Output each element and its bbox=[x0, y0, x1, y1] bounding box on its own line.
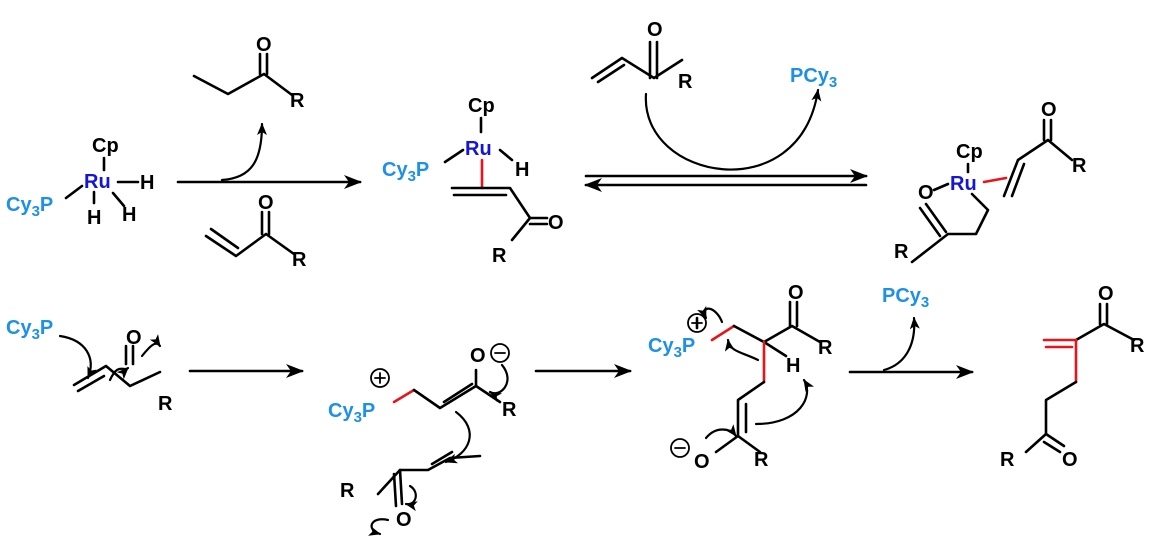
oxygen-atom: O bbox=[788, 282, 804, 304]
r-group: R bbox=[678, 71, 693, 93]
oxygen-atom: O bbox=[1041, 99, 1057, 121]
oxygen-atom: O bbox=[470, 345, 486, 367]
circled-plus-icon bbox=[687, 313, 707, 333]
hydride-h: H bbox=[515, 159, 529, 181]
enone-reagent: O R bbox=[590, 19, 693, 93]
oxygen-atom: O bbox=[396, 509, 412, 531]
alpha-h: H bbox=[786, 355, 800, 377]
circled-plus-icon bbox=[370, 368, 390, 388]
r-group: R bbox=[1072, 155, 1087, 177]
oxygen-atom: O bbox=[548, 212, 564, 234]
r-group: R bbox=[502, 399, 517, 421]
tricyclohexylphosphine-ligand: Cy3P bbox=[6, 194, 53, 220]
r-group: R bbox=[292, 249, 307, 271]
oxygen-atom: O bbox=[256, 34, 272, 56]
curved-arrow bbox=[704, 424, 738, 440]
oxygen-atom: O bbox=[258, 192, 274, 214]
oxygen-atom: O bbox=[647, 19, 663, 41]
circled-minus-icon bbox=[490, 343, 510, 363]
oxygen-atom: O bbox=[126, 327, 142, 349]
zwitterion-enolate: Cy3P O R R O bbox=[328, 343, 517, 536]
curved-arrow bbox=[754, 378, 815, 426]
curved-arrow bbox=[58, 334, 97, 380]
oxygen-atom: O bbox=[694, 451, 710, 473]
oxygen-atom: O bbox=[1098, 283, 1114, 305]
phosphonium-group: Cy3P bbox=[328, 400, 375, 426]
curved-arrow bbox=[488, 363, 509, 402]
hydride-h: H bbox=[140, 172, 154, 194]
cp-label: Cp bbox=[468, 95, 495, 117]
r-group: R bbox=[492, 245, 507, 267]
r-group: R bbox=[754, 449, 769, 471]
curved-arrow bbox=[444, 410, 471, 464]
r-group: R bbox=[1000, 449, 1015, 471]
saturated-ketone: O R bbox=[192, 34, 305, 112]
curved-arrow bbox=[882, 316, 920, 372]
oxygen-atom: O bbox=[1062, 449, 1078, 471]
ru-enone-complex: Cp Ru H Cy3P O R bbox=[382, 95, 564, 267]
r-group: R bbox=[818, 337, 833, 359]
r-group: R bbox=[290, 90, 305, 112]
curved-arrow bbox=[108, 366, 130, 382]
curved-arrow bbox=[724, 338, 760, 362]
hydride-h: H bbox=[87, 207, 101, 229]
oxygen-atom: O bbox=[918, 182, 934, 204]
r-group: R bbox=[1130, 335, 1145, 357]
curved-arrow bbox=[140, 334, 162, 358]
r-group: R bbox=[894, 241, 909, 263]
cp-label: Cp bbox=[956, 141, 983, 163]
released-pcy3: PCy3 bbox=[882, 285, 929, 311]
curved-arrow bbox=[404, 484, 418, 512]
curved-arrow bbox=[697, 305, 724, 324]
curved-arrow bbox=[644, 88, 822, 171]
curved-arrow bbox=[220, 122, 267, 182]
circled-minus-icon bbox=[670, 438, 690, 458]
cp-label: Cp bbox=[92, 135, 119, 157]
curved-arrow bbox=[368, 518, 390, 536]
michael-adduct-intermediate: Cy3P O R H R O bbox=[648, 282, 833, 473]
ru-atom: Ru bbox=[465, 138, 492, 160]
phosphine-enone-start: Cy3P O R bbox=[6, 317, 173, 415]
tricyclohexylphosphine-ligand: Cy3P bbox=[382, 159, 429, 185]
r-group: R bbox=[340, 480, 355, 502]
ru-atom: Ru bbox=[84, 171, 111, 193]
tricyclohexylphosphine: Cy3P bbox=[6, 317, 53, 343]
phosphonium-group: Cy3P bbox=[648, 335, 695, 361]
released-pcy3: PCy3 bbox=[790, 65, 837, 91]
hydride-h: H bbox=[122, 204, 136, 226]
ru-atom: Ru bbox=[950, 173, 977, 195]
ru-metallacycle-complex: Cp Ru O R O R bbox=[894, 99, 1087, 264]
ru-hydride-complex: Cp Ru H H H Cy3P bbox=[6, 135, 154, 229]
r-group: R bbox=[158, 393, 173, 415]
dimer-product: O R R O bbox=[1000, 283, 1145, 471]
enone-reagent: O R bbox=[204, 192, 307, 271]
